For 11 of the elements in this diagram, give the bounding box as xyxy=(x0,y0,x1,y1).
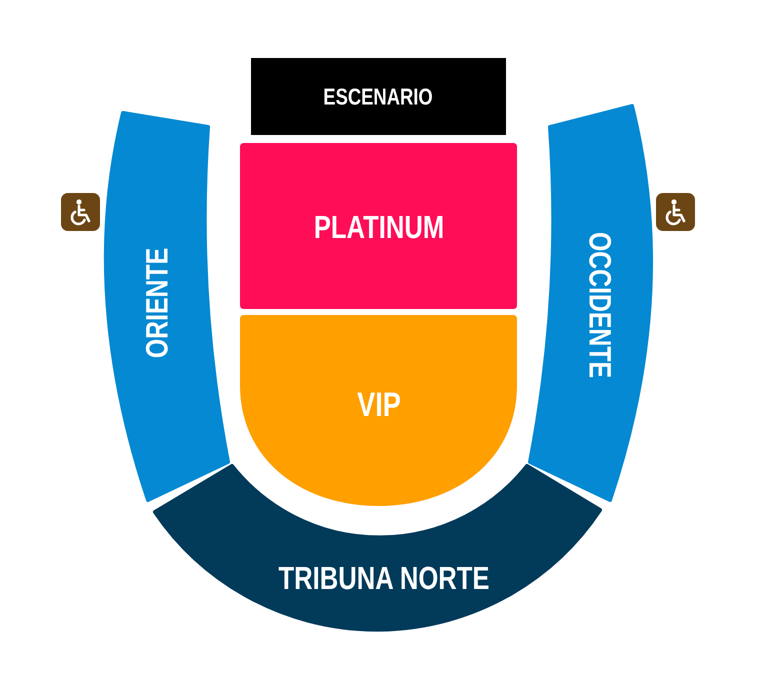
stage-area xyxy=(251,58,506,135)
seating-section xyxy=(528,104,655,503)
seating-section xyxy=(240,143,517,309)
section-label: OCCIDENTE xyxy=(584,232,616,378)
section-label: TRIBUNA NORTE xyxy=(278,562,490,594)
section-label: VIP xyxy=(357,388,401,422)
section-label: ORIENTE xyxy=(142,248,172,358)
seating-section xyxy=(103,111,230,503)
seating-section xyxy=(240,315,517,506)
section-label: ESCENARIO xyxy=(323,86,433,108)
section-label: PLATINUM xyxy=(314,211,444,243)
